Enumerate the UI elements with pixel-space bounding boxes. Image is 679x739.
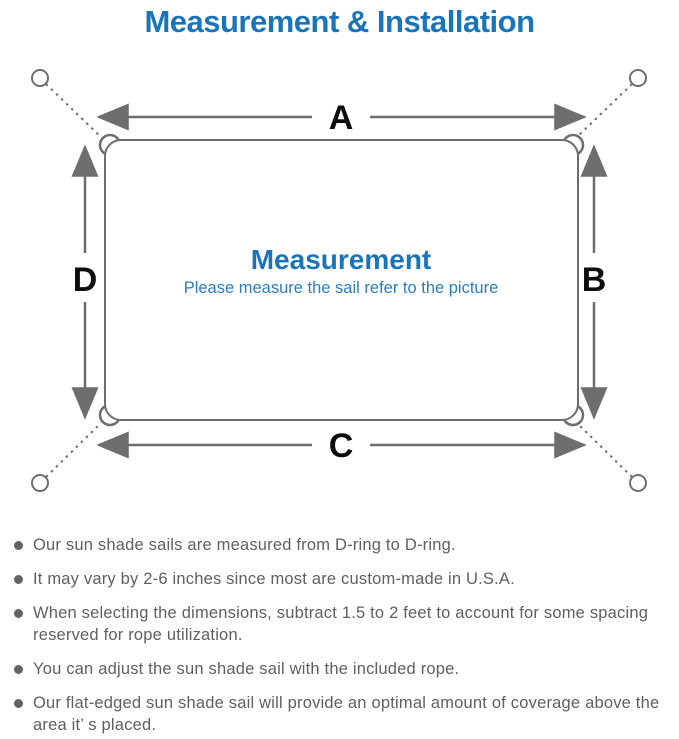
bullet-dot [14, 609, 23, 618]
bullet-dot [14, 699, 23, 708]
anchor-point-circle-top-right [629, 69, 647, 87]
anchor-point-circle-bottom-left [31, 474, 49, 492]
notes-list: Our sun shade sails are measured from D-… [0, 534, 679, 736]
list-item: You can adjust the sun shade sail with t… [14, 658, 673, 680]
list-item: When selecting the dimensions, subtract … [14, 602, 673, 646]
bullet-dot [14, 575, 23, 584]
bullet-text: Our sun shade sails are measured from D-… [33, 536, 456, 554]
page-title: Measurement & Installation [144, 4, 535, 39]
bullet-dot [14, 541, 23, 550]
list-item: It may vary by 2-6 inches since most are… [14, 568, 673, 590]
bullet-text: Our flat-edged sun shade sail will provi… [33, 694, 660, 734]
bullet-text: When selecting the dimensions, subtract … [33, 604, 649, 644]
rope-dashed-line-bottom-right [576, 422, 633, 478]
measurement-diagram: A C D B Measurement Please measure the s… [31, 69, 647, 492]
dimension-label-d: D [73, 261, 98, 299]
bullet-dot [14, 665, 23, 674]
diagram-center-subtitle: Please measure the sail refer to the pic… [184, 279, 499, 297]
dimension-label-c: C [329, 427, 354, 465]
diagram-center-title: Measurement [251, 244, 432, 275]
bullet-text: You can adjust the sun shade sail with t… [33, 660, 460, 678]
rope-dashed-line-top-left [45, 83, 102, 138]
list-item: Our flat-edged sun shade sail will provi… [14, 692, 673, 736]
list-item: Our sun shade sails are measured from D-… [14, 534, 673, 556]
dimension-label-a: A [329, 99, 354, 137]
rope-dashed-line-top-right [576, 83, 633, 138]
rope-dashed-line-bottom-left [45, 422, 102, 478]
anchor-point-circle-bottom-right [629, 474, 647, 492]
anchor-point-circle-top-left [31, 69, 49, 87]
shade-sail-outline [104, 139, 579, 421]
dimension-label-b: B [582, 261, 607, 299]
bullet-text: It may vary by 2-6 inches since most are… [33, 570, 515, 588]
